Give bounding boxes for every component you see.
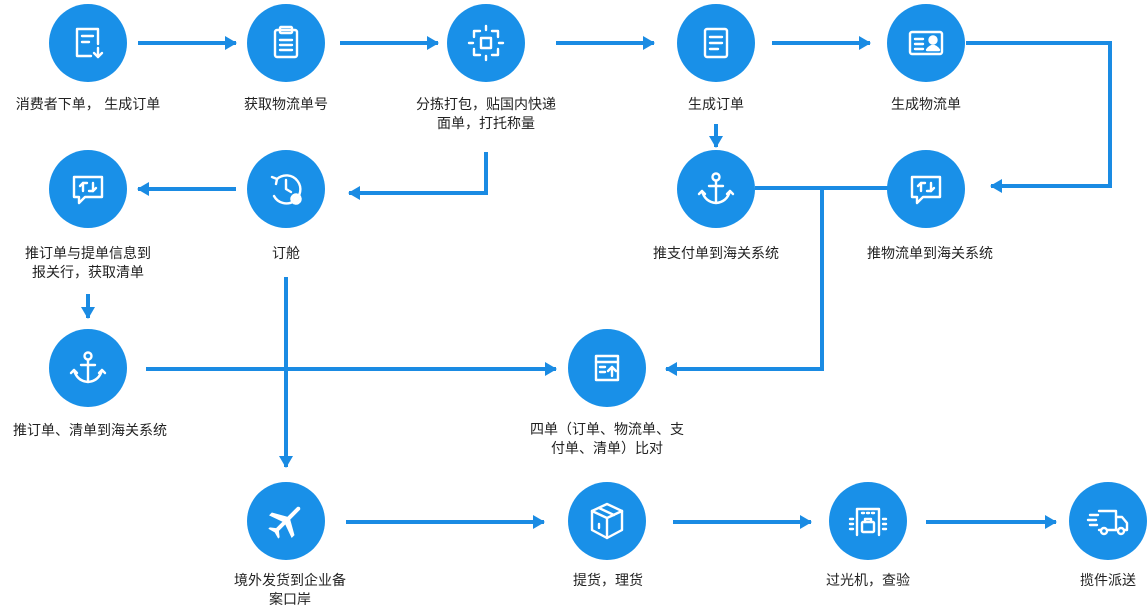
node-label-text: 推订单与提单信息到 bbox=[25, 246, 151, 262]
node-label-text: 过光机，查验 bbox=[826, 573, 910, 589]
node-label-text: 推支付单到海关系统 bbox=[653, 246, 779, 262]
node-label-text: 报关行，获取清单 bbox=[32, 265, 144, 281]
node-push-waybill bbox=[887, 150, 965, 228]
arrow-join-n11 bbox=[665, 188, 824, 376]
node-label: 分拣打包，贴国内快递面单，打托称量 bbox=[391, 96, 581, 134]
airplane-icon bbox=[268, 506, 301, 539]
node-label-text: 四单（订单、物流单、支 bbox=[530, 422, 684, 438]
node-label: 过光机，查验 bbox=[773, 572, 963, 591]
node-pickup-tally bbox=[568, 482, 646, 560]
node-label: 提货，理货 bbox=[513, 572, 703, 591]
node-label-text: 案口岸 bbox=[269, 592, 311, 605]
message-sync-icon bbox=[910, 175, 942, 205]
node-label: 四单（订单、物流单、支付单、清单）比对 bbox=[512, 421, 702, 459]
node-label: 生成订单 bbox=[621, 96, 811, 115]
node-label-text: 面单，打托称量 bbox=[437, 116, 535, 132]
node-label-text: 生成订单 bbox=[688, 97, 744, 113]
node-label: 推订单、清单到海关系统 bbox=[0, 422, 185, 441]
node-delivery bbox=[1069, 482, 1147, 560]
node-push-payment bbox=[677, 150, 755, 228]
node-label: 揽件派送 bbox=[1013, 572, 1148, 591]
message-sync-icon bbox=[72, 175, 104, 205]
node-create-order bbox=[677, 4, 755, 82]
upload-doc-icon bbox=[594, 354, 620, 382]
node-place-order bbox=[49, 4, 127, 82]
node-label: 获取物流单号 bbox=[191, 96, 381, 115]
node-push-order-bill bbox=[49, 150, 127, 228]
node-four-doc-compare bbox=[568, 329, 646, 407]
node-label-text: 揽件派送 bbox=[1080, 573, 1136, 589]
arrow-n3-n7 bbox=[348, 152, 488, 200]
scan-box-icon bbox=[467, 24, 505, 62]
anchor-icon bbox=[69, 351, 107, 384]
package-icon bbox=[590, 502, 624, 540]
node-label: 生成物流单 bbox=[831, 96, 1021, 115]
node-label-text: 推订单、清单到海关系统 bbox=[13, 423, 167, 439]
xray-scanner-icon bbox=[848, 507, 888, 537]
clock-gear-icon bbox=[270, 174, 302, 205]
clipboard-icon bbox=[273, 25, 299, 59]
node-get-tracking bbox=[247, 4, 325, 82]
node-xray-inspection bbox=[829, 482, 907, 560]
node-label-text: 消费者下单， 生成订单 bbox=[15, 97, 161, 113]
node-label: 推物流单到海关系统 bbox=[835, 245, 1025, 264]
node-label: 推订单与提单信息到报关行，获取清单 bbox=[0, 245, 183, 283]
anchor-icon bbox=[697, 172, 735, 205]
node-label-text: 订舱 bbox=[272, 246, 300, 262]
node-label: 境外发货到企业备案口岸 bbox=[195, 572, 385, 605]
node-label-text: 境外发货到企业备 bbox=[234, 573, 346, 589]
node-label: 推支付单到海关系统 bbox=[621, 245, 811, 264]
node-push-order-list bbox=[49, 329, 127, 407]
node-label-text: 提货，理货 bbox=[573, 573, 643, 589]
node-sort-pack bbox=[447, 4, 525, 82]
node-label-text: 付单、清单）比对 bbox=[551, 441, 663, 457]
node-create-waybill bbox=[887, 4, 965, 82]
order-download-icon bbox=[75, 27, 104, 59]
node-label: 消费者下单， 生成订单 bbox=[0, 96, 183, 115]
document-icon bbox=[703, 27, 729, 59]
node-booking bbox=[247, 150, 325, 228]
node-label-text: 生成物流单 bbox=[891, 97, 961, 113]
id-card-icon bbox=[908, 30, 944, 56]
delivery-truck-icon bbox=[1086, 509, 1129, 536]
node-label-text: 获取物流单号 bbox=[244, 97, 328, 113]
node-label-text: 分拣打包，贴国内快递 bbox=[416, 97, 556, 113]
arrow-n5-n9 bbox=[966, 41, 1112, 193]
node-label-text: 推物流单到海关系统 bbox=[867, 246, 993, 262]
node-label: 订舱 bbox=[191, 245, 381, 264]
node-overseas-shipping bbox=[247, 482, 325, 560]
